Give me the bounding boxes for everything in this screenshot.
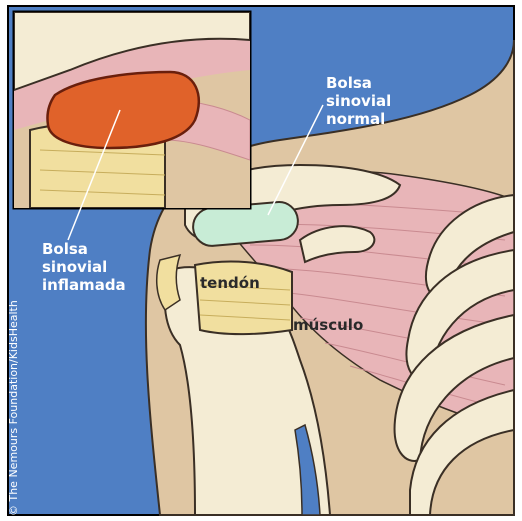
inset-panel	[14, 12, 250, 208]
tendon-shape	[195, 261, 292, 334]
copyright-credit: © The Nemours Foundation/KidsHealth	[7, 300, 20, 516]
label-normal-bursa: Bolsa sinovial normal	[326, 74, 391, 128]
label-tendon: tendón	[200, 274, 260, 292]
label-muscle: músculo	[293, 316, 363, 334]
label-inflamed-bursa: Bolsa sinovial inflamada	[42, 240, 126, 294]
